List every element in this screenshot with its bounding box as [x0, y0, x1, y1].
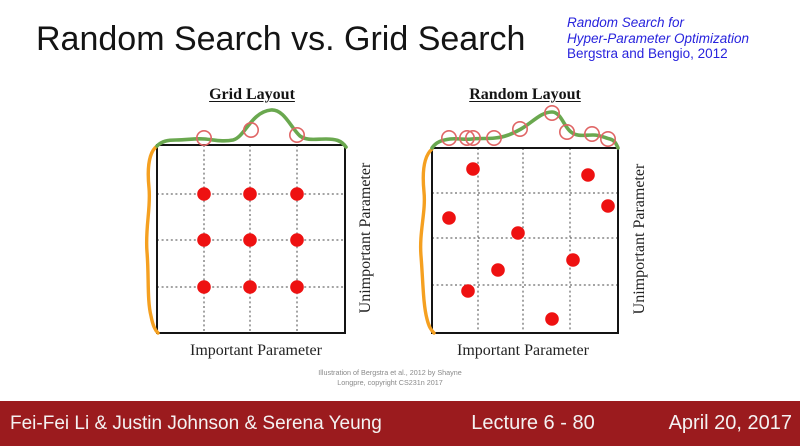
projection-circle — [196, 130, 213, 147]
plot-box — [156, 144, 346, 334]
reference-title-line2: Hyper-Parameter Optimization — [567, 30, 750, 46]
caption-line2: Longpre, copyright CS231n 2017 — [337, 377, 443, 387]
sample-point — [197, 280, 211, 294]
grid-layout-heading: Grid Layout — [209, 86, 295, 103]
important-parameter-curve — [430, 110, 620, 150]
sample-point — [442, 211, 456, 225]
sample-point — [511, 226, 525, 240]
important-parameter-curve — [155, 108, 348, 149]
projection-circle — [243, 122, 260, 139]
reference-title-line1: Random Search for — [567, 15, 685, 30]
sample-point — [566, 253, 580, 267]
sample-point — [461, 284, 475, 298]
footer-authors: Fei-Fei Li & Justin Johnson & Serena Yeu… — [10, 412, 382, 434]
sample-point — [243, 280, 257, 294]
sample-point — [243, 187, 257, 201]
footer-lecture-number: Lecture 6 - 80 — [471, 412, 595, 434]
projection-circle — [558, 124, 575, 141]
grid-layout-graphic — [144, 108, 348, 335]
projection-circle — [288, 127, 305, 144]
projection-circle — [458, 130, 475, 147]
projection-circle — [543, 105, 560, 122]
reference-authors: Bergstra and Bengio, 2012 — [567, 46, 728, 61]
projection-circle — [485, 130, 502, 147]
footer-date: April 20, 2017 — [668, 412, 792, 434]
unimportant-parameter-curve — [144, 144, 160, 335]
sample-point — [290, 187, 304, 201]
sample-point — [197, 233, 211, 247]
sample-point — [466, 162, 480, 176]
attribution-caption: Illustration of Bergstra et al., 2012 by… — [318, 368, 461, 387]
projection-circle — [583, 126, 600, 143]
projection-circle — [440, 130, 457, 147]
sample-point — [545, 312, 559, 326]
figures-canvas — [144, 105, 620, 335]
random-x-axis-label: Important Parameter — [457, 342, 589, 359]
random-layout-heading: Random Layout — [469, 86, 581, 103]
grid-y-axis-label: Unimportant Parameter — [357, 162, 374, 314]
grid-x-axis-label: Important Parameter — [190, 342, 322, 359]
random-layout-graphic — [418, 105, 620, 335]
unimportant-parameter-curve — [418, 147, 436, 335]
slide-title: Random Search vs. Grid Search — [36, 20, 526, 58]
sample-point — [290, 280, 304, 294]
sample-point — [290, 233, 304, 247]
random-y-axis-label: Unimportant Parameter — [631, 163, 648, 315]
projection-circle — [464, 130, 481, 147]
plot-box — [431, 147, 619, 334]
caption-line1: Illustration of Bergstra et al., 2012 by… — [318, 368, 462, 377]
sample-point — [197, 187, 211, 201]
paper-reference: Random Search for Hyper-Parameter Optimi… — [567, 15, 749, 62]
sample-point — [601, 199, 615, 213]
projection-circle — [599, 131, 616, 148]
footer-bar: Fei-Fei Li & Justin Johnson & Serena Yeu… — [0, 401, 800, 446]
sample-point — [243, 233, 257, 247]
sample-point — [581, 168, 595, 182]
sample-point — [491, 263, 505, 277]
projection-circle — [511, 121, 528, 138]
